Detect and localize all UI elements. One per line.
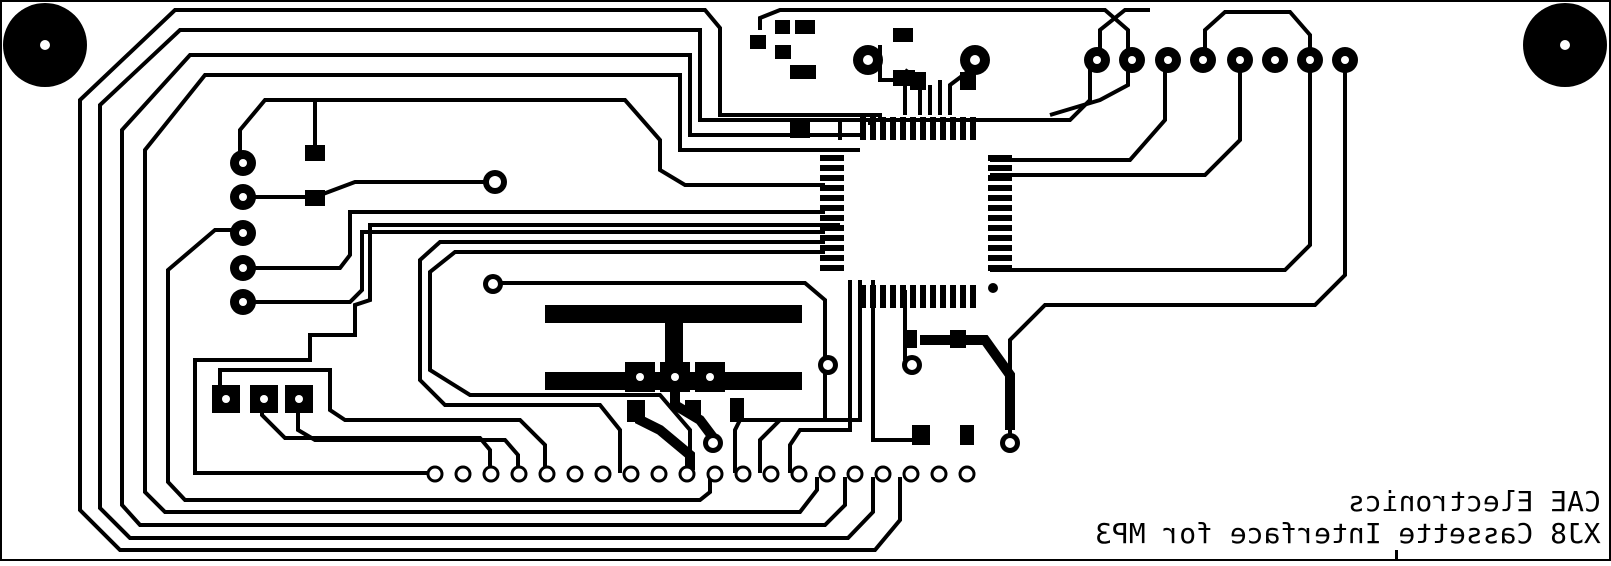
outer-traces	[78, 8, 902, 552]
smd-pads	[305, 20, 976, 445]
product-label: XJ8 Cassette Interface for MP3	[1095, 517, 1601, 550]
ic-left-pins	[820, 155, 844, 271]
ic-bottom-pins	[860, 285, 976, 308]
ic-pin1-marker	[988, 283, 998, 293]
square-pads	[212, 362, 725, 413]
company-label: CAE Electronics	[1348, 485, 1601, 518]
ic-top-pins	[860, 117, 976, 140]
mounting-hole-right	[1523, 3, 1607, 87]
inner-traces	[218, 8, 1347, 473]
mounting-hole-left	[3, 3, 87, 87]
ic-right-pins	[988, 155, 1012, 271]
edge-tick	[1395, 550, 1398, 561]
through-hole-pads	[230, 45, 1358, 453]
connector-pin-row	[426, 465, 976, 483]
